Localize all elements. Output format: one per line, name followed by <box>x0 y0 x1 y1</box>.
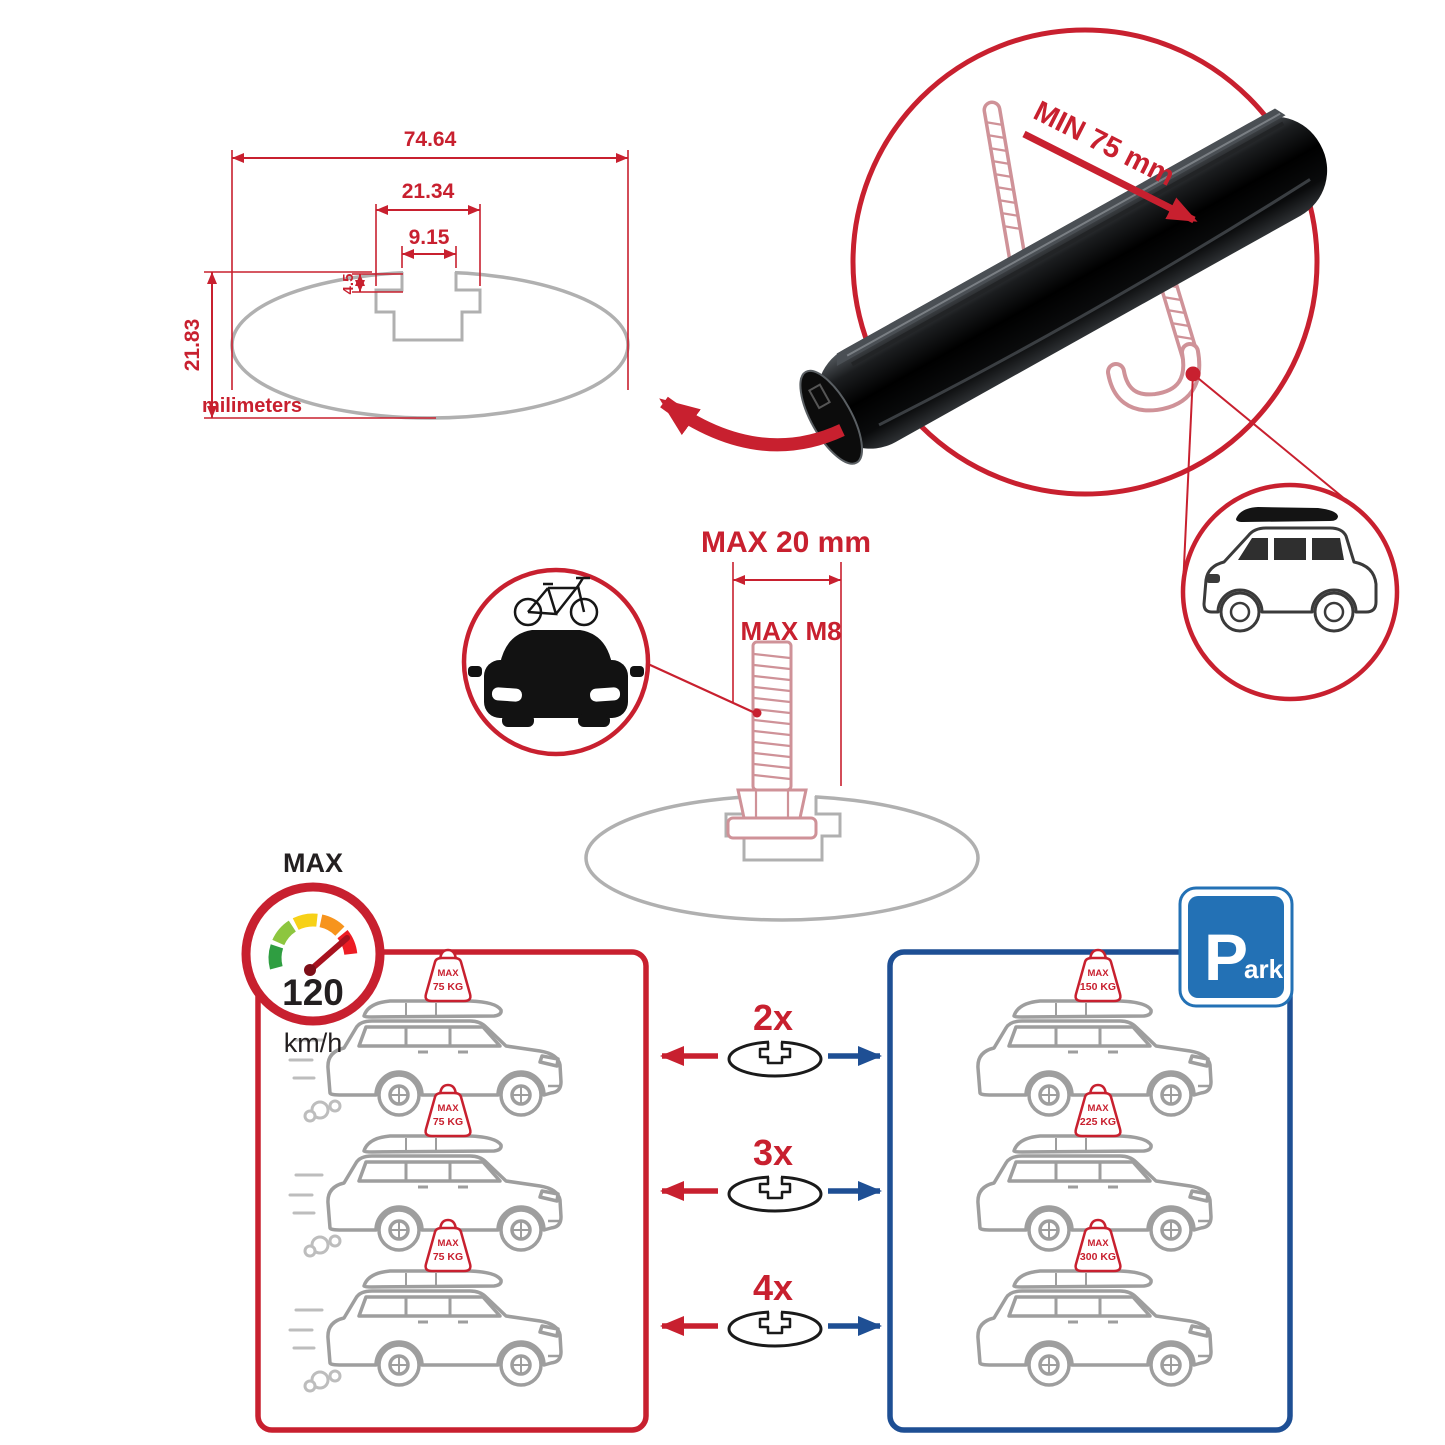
load-tag-weight: 75 KG <box>433 1116 463 1128</box>
load-tag-weight: 225 KG <box>1080 1116 1116 1128</box>
crossbar-image <box>799 108 1328 465</box>
roof-box-icon <box>1236 507 1338 522</box>
load-tag-max: MAX <box>1087 1103 1109 1114</box>
speedometer-icon <box>241 882 385 1026</box>
dim-lip-depth: 4.5 <box>340 274 357 295</box>
crossbar-icon-row2 <box>727 1172 823 1213</box>
load-tag-max: MAX <box>437 968 459 979</box>
multiplier-2x: 2x <box>753 997 793 1038</box>
load-tag-parked-2: MAX 225 KG <box>1074 1083 1122 1138</box>
dim-total-height: 21.83 <box>181 319 204 372</box>
bolt-diagram: MAX 20 mm MAX M8 <box>584 526 980 922</box>
multiplier-column: 2x 3x 4x <box>660 997 882 1348</box>
bolt-locator-dot <box>752 708 762 718</box>
headlight-left <box>491 687 522 702</box>
parking-sign: P ark <box>1178 886 1294 1008</box>
callout-line-bolt <box>647 662 754 714</box>
bike-icon <box>513 576 599 627</box>
load-tag-parked-1: MAX 150 KG <box>1074 948 1122 1003</box>
headlight-right <box>590 687 621 702</box>
load-tag-driving-3: MAX 75 KG <box>424 1218 472 1273</box>
load-tag-weight: 300 KG <box>1080 1251 1116 1263</box>
parking-sign-suffix: ark <box>1244 954 1284 984</box>
zoom-circle <box>850 27 1320 497</box>
t-slot-channel <box>374 272 482 342</box>
profile-reference-arrow <box>659 396 845 452</box>
parking-sign-letter: P <box>1204 920 1248 994</box>
callout-line <box>1192 373 1358 510</box>
suv-roofbox-callout <box>1180 482 1400 702</box>
dim-channel-opening: 9.15 <box>409 226 450 249</box>
multiplier-3x: 3x <box>753 1132 793 1173</box>
load-tag-weight: 75 KG <box>433 1251 463 1263</box>
load-tag-weight: 75 KG <box>433 981 463 993</box>
callout-line <box>1182 373 1194 588</box>
clamp-thread-hatches <box>984 120 1022 231</box>
locator-dot <box>1185 366 1201 382</box>
min-clearance-arrow <box>1022 130 1198 224</box>
speed-unit: km/h <box>284 1028 343 1058</box>
multiplier-4x: 4x <box>753 1267 793 1308</box>
dim-channel-outer: 21.34 <box>402 180 455 203</box>
speed-value: 120 <box>282 972 344 1013</box>
load-tag-max: MAX <box>1087 1238 1109 1249</box>
bolt-threads <box>753 652 791 781</box>
car-front-icon <box>468 630 644 727</box>
load-tag-driving-2: MAX 75 KG <box>424 1083 472 1138</box>
load-tag-parked-3: MAX 300 KG <box>1074 1218 1122 1273</box>
crossbar-icon-row1 <box>727 1037 823 1078</box>
max-bolt-length-label: MAX 20 mm <box>701 526 871 559</box>
load-tag-weight: 150 KG <box>1080 981 1116 993</box>
gauge-arc <box>268 913 358 970</box>
driving-cars: MAX 75 KG MAX 75 KG MAX 75 KG <box>288 948 563 1393</box>
profile-dimension-diagram: 74.64 21.34 9.15 4.5 21.83 milimeters <box>181 128 630 420</box>
crossbar-icon-row3 <box>727 1307 823 1348</box>
t-bolt-icon <box>726 640 818 840</box>
load-tag-max: MAX <box>437 1238 459 1249</box>
speed-max-label: MAX <box>283 848 343 878</box>
car-bike-callout <box>461 567 754 757</box>
parked-cars: MAX 150 KG MAX 225 KG MAX 300 KG <box>976 948 1213 1387</box>
load-tag-driving-1: MAX 75 KG <box>424 948 472 1003</box>
load-tag-max: MAX <box>1087 968 1109 979</box>
load-tag-max: MAX <box>437 1103 459 1114</box>
speed-limit-badge: MAX 120 km/h <box>241 848 385 1058</box>
dim-total-width: 74.64 <box>404 128 457 151</box>
units-label: milimeters <box>202 395 302 417</box>
